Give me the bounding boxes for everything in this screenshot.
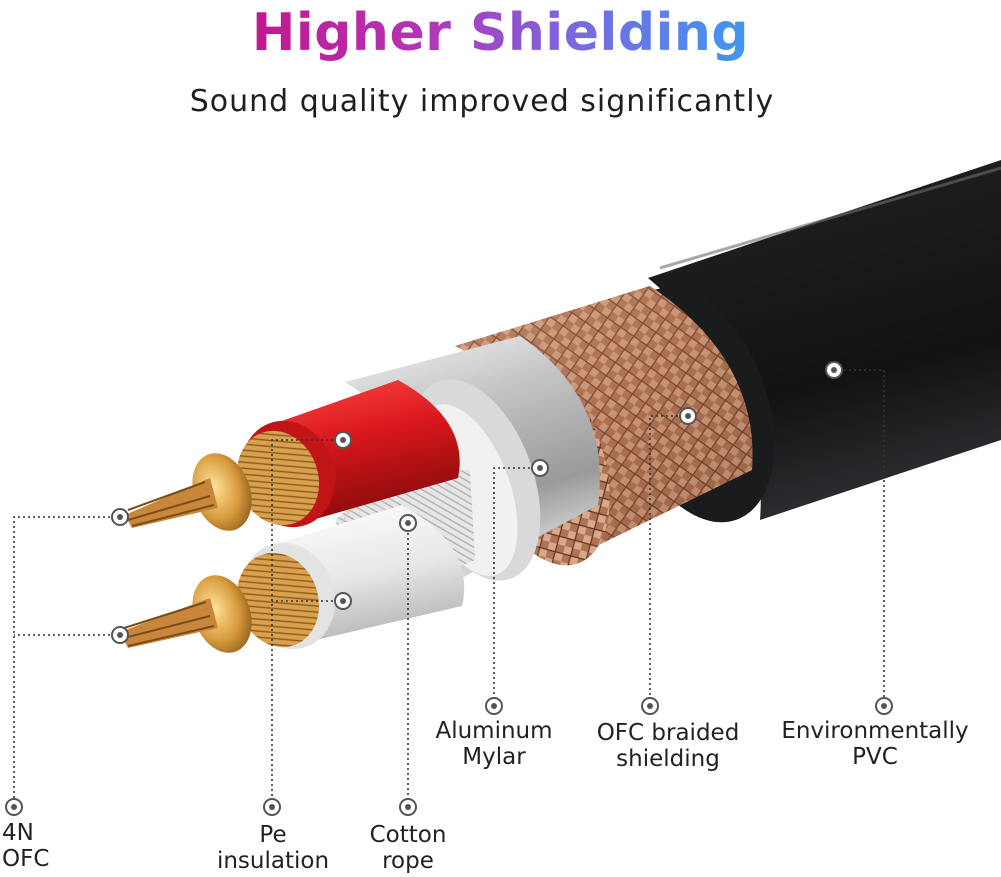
marker-braid-end bbox=[641, 697, 659, 715]
marker-cotton bbox=[399, 514, 417, 532]
red-insulated-conductor bbox=[125, 380, 460, 531]
label-environmentally-pvc-line2: PVC bbox=[852, 744, 898, 770]
label-cotton-rope-line1: Cotton bbox=[369, 822, 447, 848]
label-environmentally-pvc-line1: Environmentally bbox=[781, 718, 969, 744]
label-ofc-braided-shielding-line1: OFC braided bbox=[596, 720, 740, 746]
label-4n-ofc-line1: 4N bbox=[2, 820, 34, 846]
label-cotton-rope: Cotton rope bbox=[358, 822, 458, 874]
callout-markers bbox=[5, 361, 893, 816]
label-aluminum-mylar-line1: Aluminum bbox=[435, 718, 553, 744]
marker-cotton-end bbox=[399, 798, 417, 816]
callout-lines bbox=[13, 369, 885, 807]
marker-mylar-end bbox=[485, 697, 503, 715]
marker-pe-top bbox=[334, 431, 352, 449]
label-cotton-rope-line2: rope bbox=[382, 848, 434, 874]
marker-pe-end bbox=[263, 798, 281, 816]
marker-ofc-top bbox=[111, 508, 129, 526]
marker-mylar bbox=[531, 459, 549, 477]
label-4n-ofc: 4N OFC bbox=[2, 820, 62, 872]
label-ofc-braided-shielding: OFC braided shielding bbox=[578, 720, 758, 772]
page-subtitle: Sound quality improved significantly bbox=[189, 84, 775, 119]
page-title: Higher Shielding bbox=[251, 3, 750, 63]
label-pe-insulation-line2: insulation bbox=[216, 848, 330, 874]
marker-ofc-bottom bbox=[111, 626, 129, 644]
label-ofc-braided-shielding-line2: shielding bbox=[616, 746, 720, 772]
white-insulated-conductor bbox=[120, 505, 465, 653]
label-environmentally-pvc: Environmentally PVC bbox=[772, 718, 978, 770]
marker-pvc bbox=[825, 361, 843, 379]
marker-pe-bottom bbox=[334, 592, 352, 610]
label-aluminum-mylar-line2: Mylar bbox=[462, 744, 526, 770]
label-pe-insulation: Pe insulation bbox=[212, 822, 334, 874]
marker-braid bbox=[679, 407, 697, 425]
label-pe-insulation-line1: Pe bbox=[259, 822, 287, 848]
marker-ofc-end bbox=[5, 798, 23, 816]
label-aluminum-mylar: Aluminum Mylar bbox=[428, 718, 560, 770]
marker-pvc-end bbox=[875, 697, 893, 715]
label-4n-ofc-line2: OFC bbox=[2, 846, 50, 872]
